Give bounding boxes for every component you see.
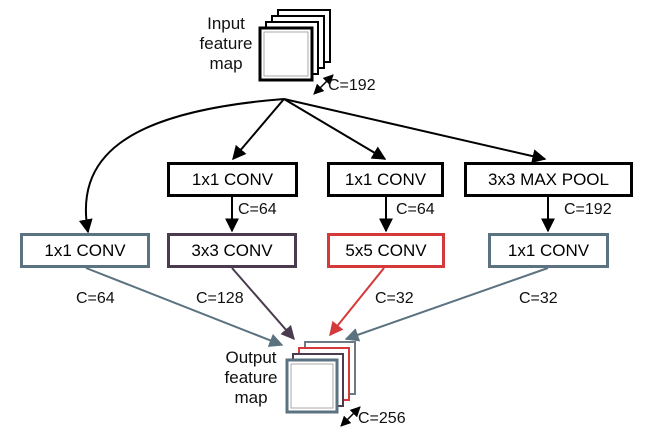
reduce-b-channels-label: C=64 [396,201,435,218]
max-pool-box: 3x3 MAX POOL [464,162,633,197]
arrow-branch1-to-output [85,267,284,347]
input-feature-map-label: Input feature map [190,14,262,74]
input-label-line-3: map [209,54,243,73]
input-label-line-2: feature [199,34,253,53]
branch3-channels-label: C=32 [375,290,414,307]
output-layer-1 [285,358,339,414]
reduce-a-channels-label: C=64 [238,201,277,218]
output-feature-map-label: Output feature map [214,348,288,408]
branch1-channels-label: C=64 [76,290,115,307]
conv-1x1-reduce-b-box: 1x1 CONV [327,162,444,197]
output-feature-map-stack [285,341,356,414]
arrow-branch2-to-output [231,267,295,341]
output-label-line-2: feature [224,368,278,387]
pool-channels-label: C=192 [564,201,612,218]
arrow-input-to-reduce-a [232,98,285,161]
output-channels-label: C=256 [358,410,406,427]
branch1-conv-1x1-box: 1x1 CONV [20,233,150,268]
arrow-input-to-branch1 [78,98,285,234]
output-layer-1-inner [290,363,334,409]
branch2-channels-label: C=128 [196,290,244,307]
arrow-input-to-pool [283,98,547,163]
output-label-line-1: Output [225,348,277,367]
input-channels-label: C=192 [328,77,376,94]
output-label-line-3: map [234,388,268,407]
arrow-input-to-reduce-b [283,98,387,160]
branch3-conv-5x5-box: 5x5 CONV [327,233,445,268]
arrow-branch4-to-output [344,267,549,342]
input-label-line-1: Input [207,14,245,33]
input-layer-1-inner [263,31,309,77]
conv-1x1-reduce-a-box: 1x1 CONV [167,162,298,197]
input-feature-map-stack [258,9,331,82]
branch4-channels-label: C=32 [519,290,558,307]
input-channel-arrow [313,74,334,95]
branch2-conv-3x3-box: 3x3 CONV [167,233,297,268]
output-channel-arrow [340,406,361,427]
arrow-branch3-to-output [329,267,385,337]
branch4-conv-1x1-box: 1x1 CONV [488,233,609,268]
input-layer-1 [258,26,314,82]
